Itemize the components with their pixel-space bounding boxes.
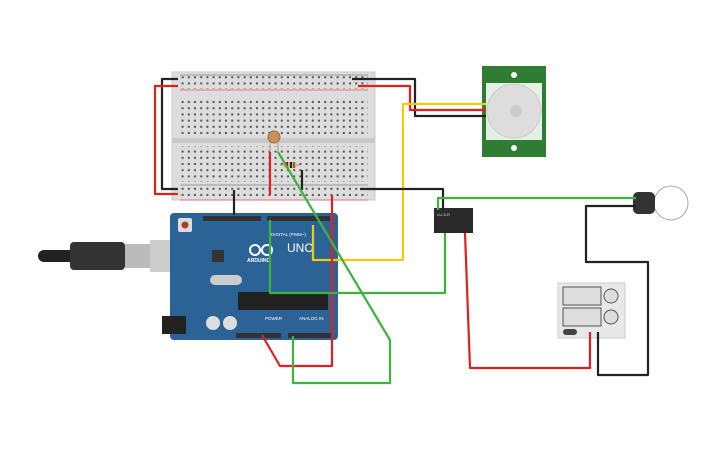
wire-yellow[interactable] [311, 102, 486, 262]
arduino-model-label: UNO [287, 241, 314, 255]
wire-black[interactable] [584, 204, 650, 377]
arduino-uno[interactable]: UNO ARDUINO DIGITAL (PWM~) POWER ANALOG … [162, 213, 338, 340]
arduino-brand-label: ARDUINO [247, 258, 270, 264]
arduino-logo-icon [261, 244, 273, 256]
wire-black[interactable] [160, 77, 178, 191]
wires [153, 77, 650, 385]
photoresistor[interactable] [267, 130, 281, 152]
wire-black[interactable] [352, 77, 486, 118]
arduino-logo-icon [249, 244, 261, 256]
wire-red[interactable] [463, 232, 592, 370]
wire-green[interactable] [277, 151, 392, 385]
wire-red[interactable] [153, 84, 178, 196]
relay-label: LU-5-R [437, 212, 450, 217]
pir-sensor[interactable] [482, 66, 546, 157]
digital-pins-label: DIGITAL (PWM~) [271, 232, 306, 237]
wire-green[interactable] [436, 196, 636, 210]
wire-green[interactable] [268, 220, 447, 295]
wire-red[interactable] [261, 195, 334, 368]
usb-cable[interactable] [38, 240, 176, 272]
analog-pins-label: ANALOG IN [299, 316, 324, 321]
relay[interactable]: LU-5-R [434, 208, 473, 233]
power-pins-label: POWER [265, 316, 283, 321]
light-bulb[interactable] [633, 185, 689, 221]
wire-black[interactable] [360, 187, 445, 210]
wire-red[interactable] [358, 84, 486, 112]
power-supply[interactable] [557, 282, 626, 339]
